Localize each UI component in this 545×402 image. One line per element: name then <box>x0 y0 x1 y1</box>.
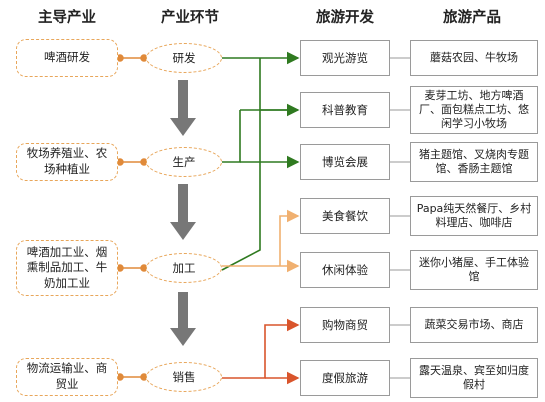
dev-sightseeing: 观光游览 <box>300 40 390 76</box>
header-tourism-dev: 旅游开发 <box>316 10 374 26</box>
dev-resort: 度假旅游 <box>300 360 390 396</box>
product-4: Papa纯天然餐厅、乡村料理店、咖啡店 <box>410 196 538 236</box>
industry-stage-links <box>116 54 148 381</box>
header-chain: 产业环节 <box>161 10 219 26</box>
product-6: 蔬菜交易市场、商店 <box>410 307 538 343</box>
dev-dining: 美食餐饮 <box>300 198 390 234</box>
product-1: 蘑菇农园、牛牧场 <box>410 40 538 76</box>
product-7: 露天温泉、宾至如归度假村 <box>410 358 538 398</box>
stage-processing: 加工 <box>146 253 222 283</box>
dev-shopping: 购物商贸 <box>300 307 390 343</box>
stage-arrows <box>170 80 196 346</box>
industry-box-3: 啤酒加工业、烟熏制品加工、牛奶加工业 <box>16 240 118 296</box>
industry-box-1: 啤酒研发 <box>16 39 118 77</box>
product-2: 麦芽工坊、地方啤酒厂、面包糕点工坊、悠闲学习小牧场 <box>410 86 538 134</box>
product-5: 迷你小猪屋、手工体验馆 <box>410 250 538 290</box>
green-links <box>221 51 300 271</box>
header-industry: 主导产业 <box>38 10 96 26</box>
header-tourism-products: 旅游产品 <box>443 10 501 26</box>
dev-product-links <box>390 57 410 379</box>
dev-science-education: 科普教育 <box>300 92 390 128</box>
stage-research: 研发 <box>146 43 222 73</box>
product-3: 猪主题馆、叉烧肉专题馆、香肠主题馆 <box>410 142 538 182</box>
orange-links <box>222 209 300 273</box>
stage-production: 生产 <box>146 147 222 177</box>
industry-box-2: 牧场养殖业、农场种植业 <box>16 143 118 181</box>
dev-exhibition: 博览会展 <box>300 144 390 180</box>
industry-box-4: 物流运输业、商贸业 <box>16 358 118 396</box>
stage-sales: 销售 <box>146 362 222 392</box>
red-links <box>222 318 300 385</box>
dev-leisure: 休闲体验 <box>300 252 390 288</box>
